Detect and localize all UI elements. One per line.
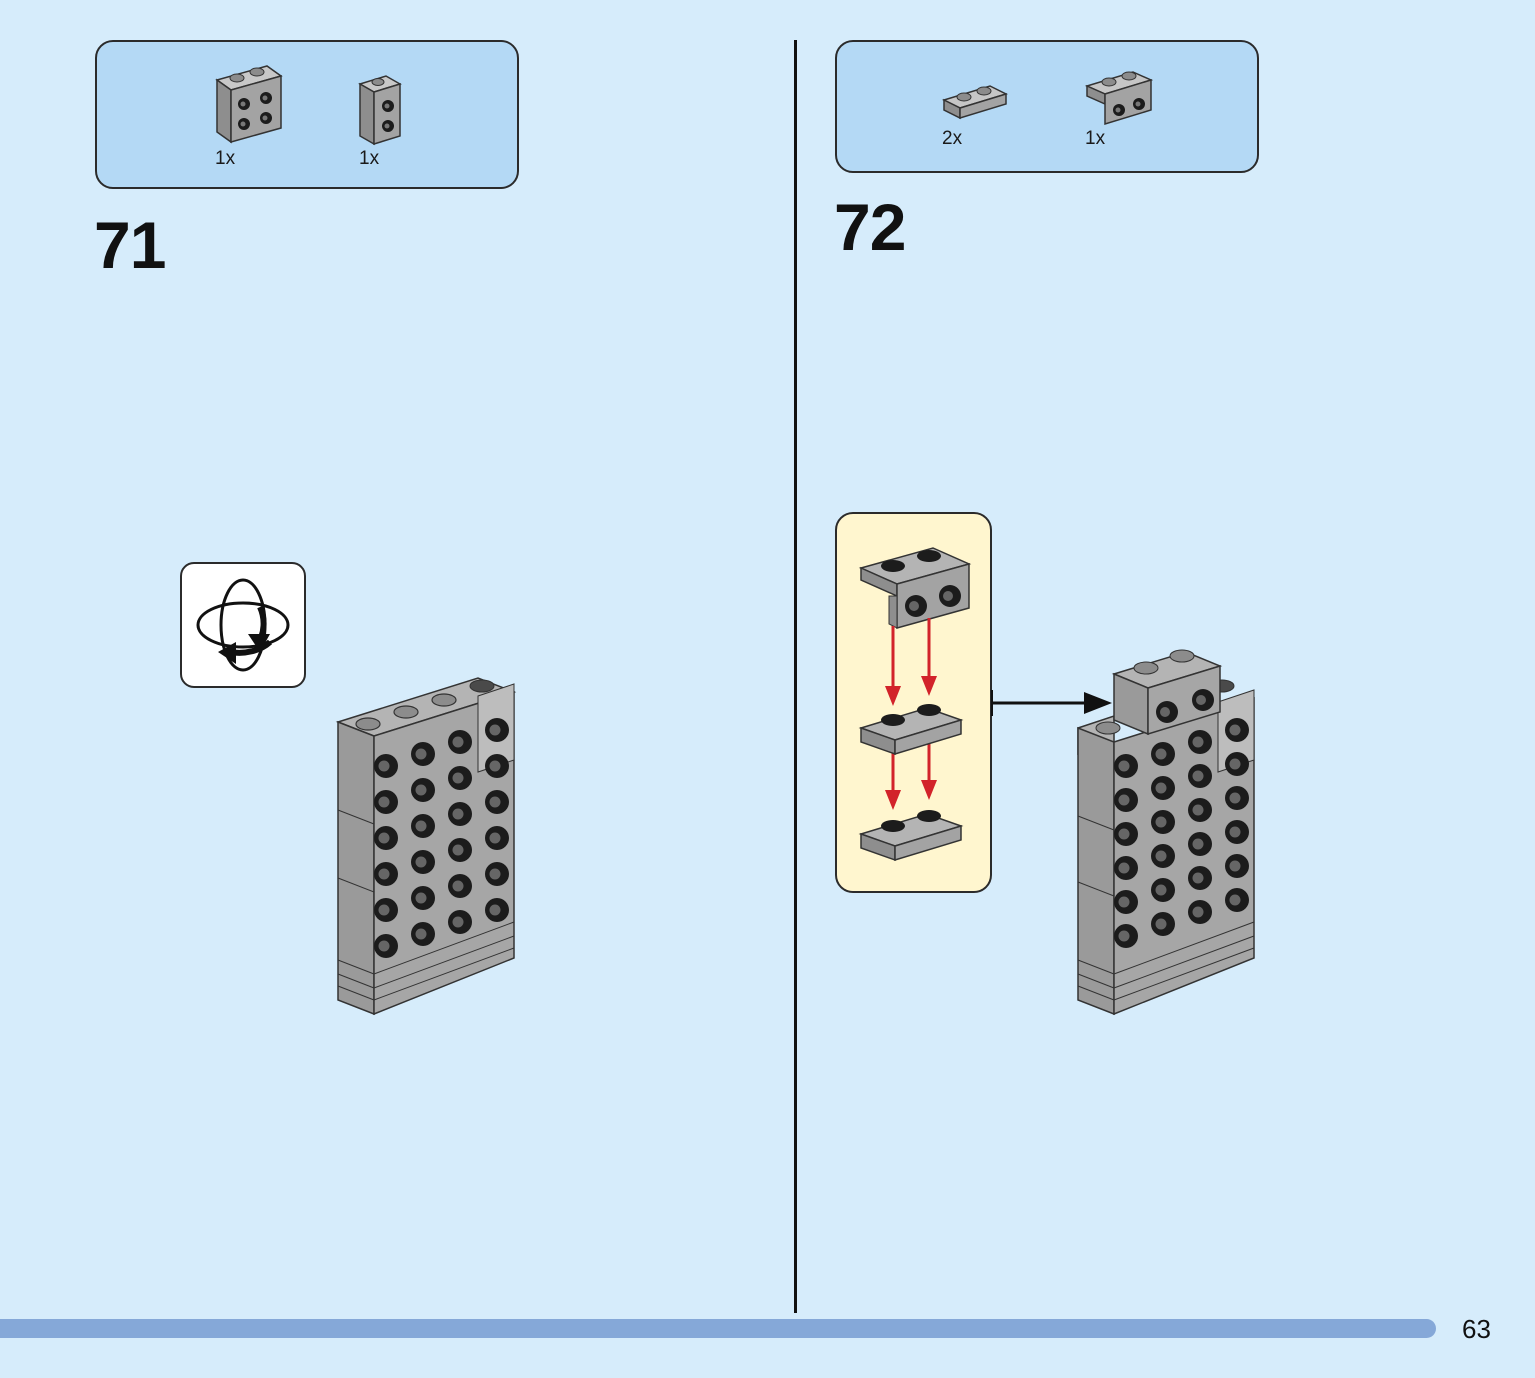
- rotate-instruction: [180, 562, 306, 688]
- stud-hole: [378, 904, 390, 916]
- parts-list-step-71: 1x 1x: [95, 40, 519, 189]
- stud-hole: [489, 796, 501, 808]
- stud-hole: [1118, 896, 1130, 908]
- stud-hole: [1155, 850, 1167, 862]
- stud-hole: [1229, 758, 1241, 770]
- step-number: 72: [834, 190, 906, 264]
- stud-hole: [378, 940, 390, 952]
- stud-hole: [1155, 884, 1167, 896]
- stud-hole: [489, 760, 501, 772]
- stud-hole: [378, 832, 390, 844]
- stud-hole: [1229, 894, 1241, 906]
- stud-hole: [1118, 828, 1130, 840]
- page-number: 63: [1462, 1314, 1491, 1344]
- subassembly-diagram: [858, 547, 972, 862]
- stud-hole: [378, 760, 390, 772]
- stud-hole: [1155, 748, 1167, 760]
- stud-hole: [1229, 826, 1241, 838]
- stud-hole: [415, 784, 427, 796]
- stud-hole: [452, 808, 464, 820]
- rotate-model-icon: [196, 578, 290, 672]
- part-quantity: 1x: [215, 148, 236, 169]
- part-quantity: 2x: [942, 128, 963, 149]
- stud-hole: [1229, 724, 1241, 736]
- stud-hole: [415, 856, 427, 868]
- stud-hole: [1192, 872, 1204, 884]
- model-assembly-step-72: [1077, 649, 1255, 1016]
- stud-hole: [415, 892, 427, 904]
- stud-hole: [1192, 770, 1204, 782]
- stud-hole: [1155, 816, 1167, 828]
- stud-hole: [489, 724, 501, 736]
- stud-hole: [415, 748, 427, 760]
- stud-hole: [415, 928, 427, 940]
- subassembly-callout: [835, 512, 992, 893]
- stud-hole: [489, 868, 501, 880]
- stud-hole: [1118, 930, 1130, 942]
- stud-hole: [378, 868, 390, 880]
- plate-1x2-icon: [941, 85, 1009, 120]
- stud-hole: [1155, 782, 1167, 794]
- stud-hole: [452, 844, 464, 856]
- stud-hole: [1192, 736, 1204, 748]
- stud-hole: [452, 736, 464, 748]
- brick-1x2-studs-side-icon: [358, 75, 402, 146]
- stud-hole: [1229, 792, 1241, 804]
- model-assembly-step-71: [335, 677, 517, 1016]
- stud-hole: [1192, 838, 1204, 850]
- part-quantity: 1x: [359, 148, 380, 169]
- footer-bar: [0, 1319, 1436, 1338]
- stud-hole: [378, 796, 390, 808]
- stud-hole: [452, 916, 464, 928]
- stud-hole: [415, 820, 427, 832]
- stud-hole: [1229, 860, 1241, 872]
- page-divider: [794, 40, 797, 1313]
- stud-hole: [1118, 760, 1130, 772]
- stud-hole: [1118, 794, 1130, 806]
- attach-arrow: [991, 690, 1112, 716]
- bracket-1x2-2x2-icon: [1084, 71, 1154, 126]
- part-quantity: 1x: [1085, 128, 1106, 149]
- stud-hole: [1155, 918, 1167, 930]
- parts-list-step-72: 2x 1x: [835, 40, 1259, 173]
- stud-hole: [489, 832, 501, 844]
- stud-hole: [1192, 804, 1204, 816]
- stud-hole: [1118, 862, 1130, 874]
- stud-hole: [1192, 906, 1204, 918]
- stud-hole: [489, 904, 501, 916]
- step-number: 71: [94, 208, 166, 282]
- brick-2x2-studs-side-icon: [215, 65, 283, 144]
- stud-hole: [452, 772, 464, 784]
- stud-hole: [452, 880, 464, 892]
